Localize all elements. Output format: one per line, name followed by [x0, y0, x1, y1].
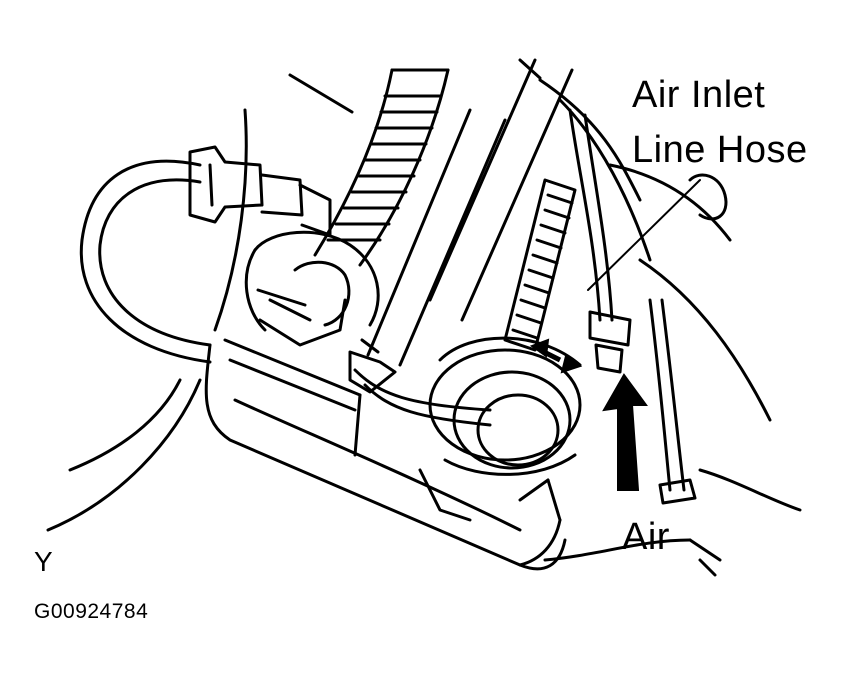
corrugated-hose: [313, 68, 450, 267]
air-inlet-callout-line-2: Line Hose: [632, 129, 808, 171]
diagonal-pipe: [366, 58, 574, 367]
leader-line: [587, 179, 701, 291]
view-letter-label: Y: [34, 546, 53, 577]
electrical-connector: [188, 145, 332, 237]
body-panel-outline: [46, 58, 802, 577]
figure-code-label: G00924784: [34, 600, 149, 623]
throttle-body-housing: [244, 230, 380, 347]
air-inlet-callout-line-1: Air Inlet: [632, 74, 766, 116]
air-flow-arrow-icon: [602, 373, 648, 491]
striped-filter: [503, 178, 577, 352]
intake-plenum: [204, 338, 567, 571]
vacuum-hose-loop: [79, 159, 212, 364]
double-headed-arrow-icon: [529, 338, 583, 374]
air-callout: Air: [622, 516, 670, 558]
air-inlet-line-hose: [568, 108, 728, 505]
small-vacuum-hose: [348, 338, 492, 427]
